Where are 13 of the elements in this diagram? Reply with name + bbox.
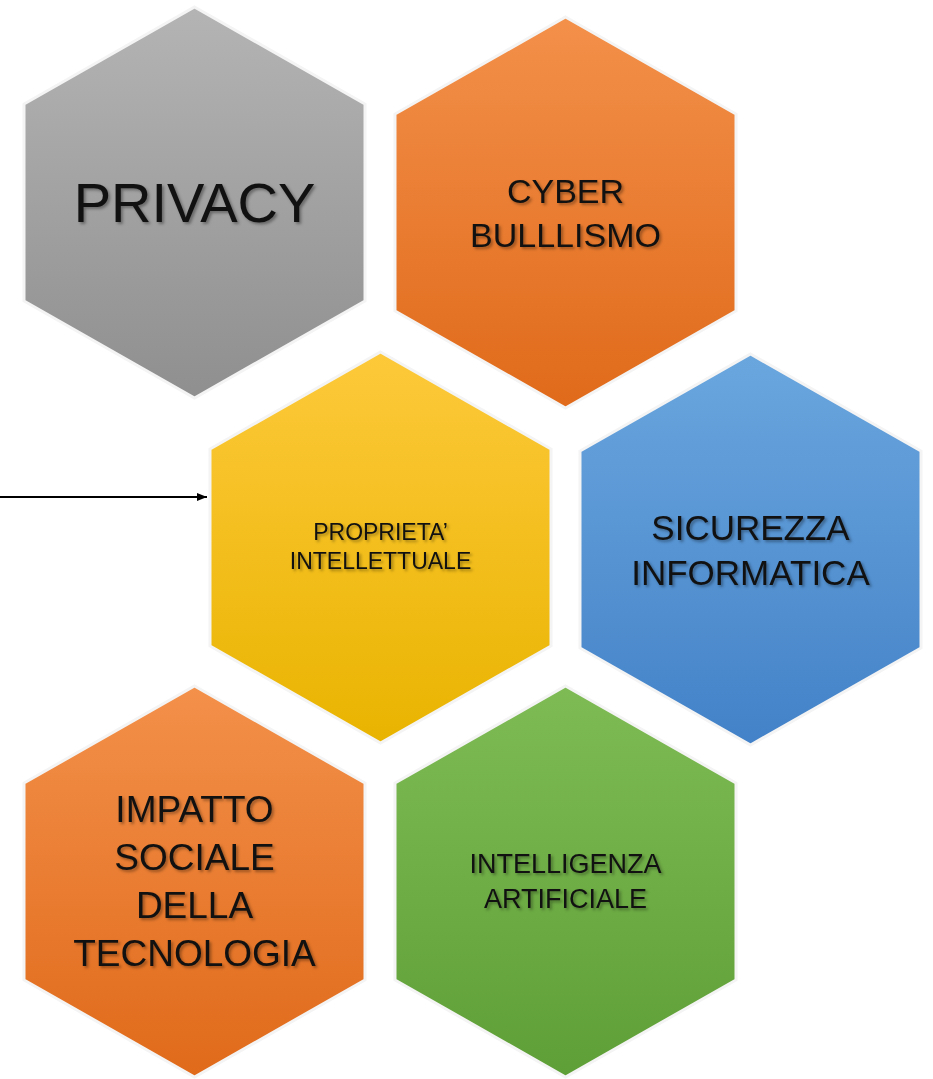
hexagon-label: IMPATTO SOCIALE DELLA TECNOLOGIA: [72, 787, 317, 976]
hexagon-tile: [393, 15, 738, 410]
hexagon-tile: [578, 352, 923, 747]
hexagon-label: PROPRIETA’ INTELLETTUALE: [288, 517, 473, 577]
hexagon-label: CYBER BULLLISMO: [469, 170, 662, 256]
arrow: [0, 493, 208, 501]
hexagon-tile: [208, 350, 553, 745]
hexagon-label: PRIVACY: [72, 169, 317, 236]
hexagon-label: SICUREZZA INFORMATICA: [630, 506, 871, 594]
hexagon-tile: [22, 684, 367, 1079]
hexagon-tile: [22, 5, 367, 400]
hexagon-tile: [393, 684, 738, 1079]
hexagon-label: INTELLIGENZA ARTIFICIALE: [468, 847, 663, 916]
